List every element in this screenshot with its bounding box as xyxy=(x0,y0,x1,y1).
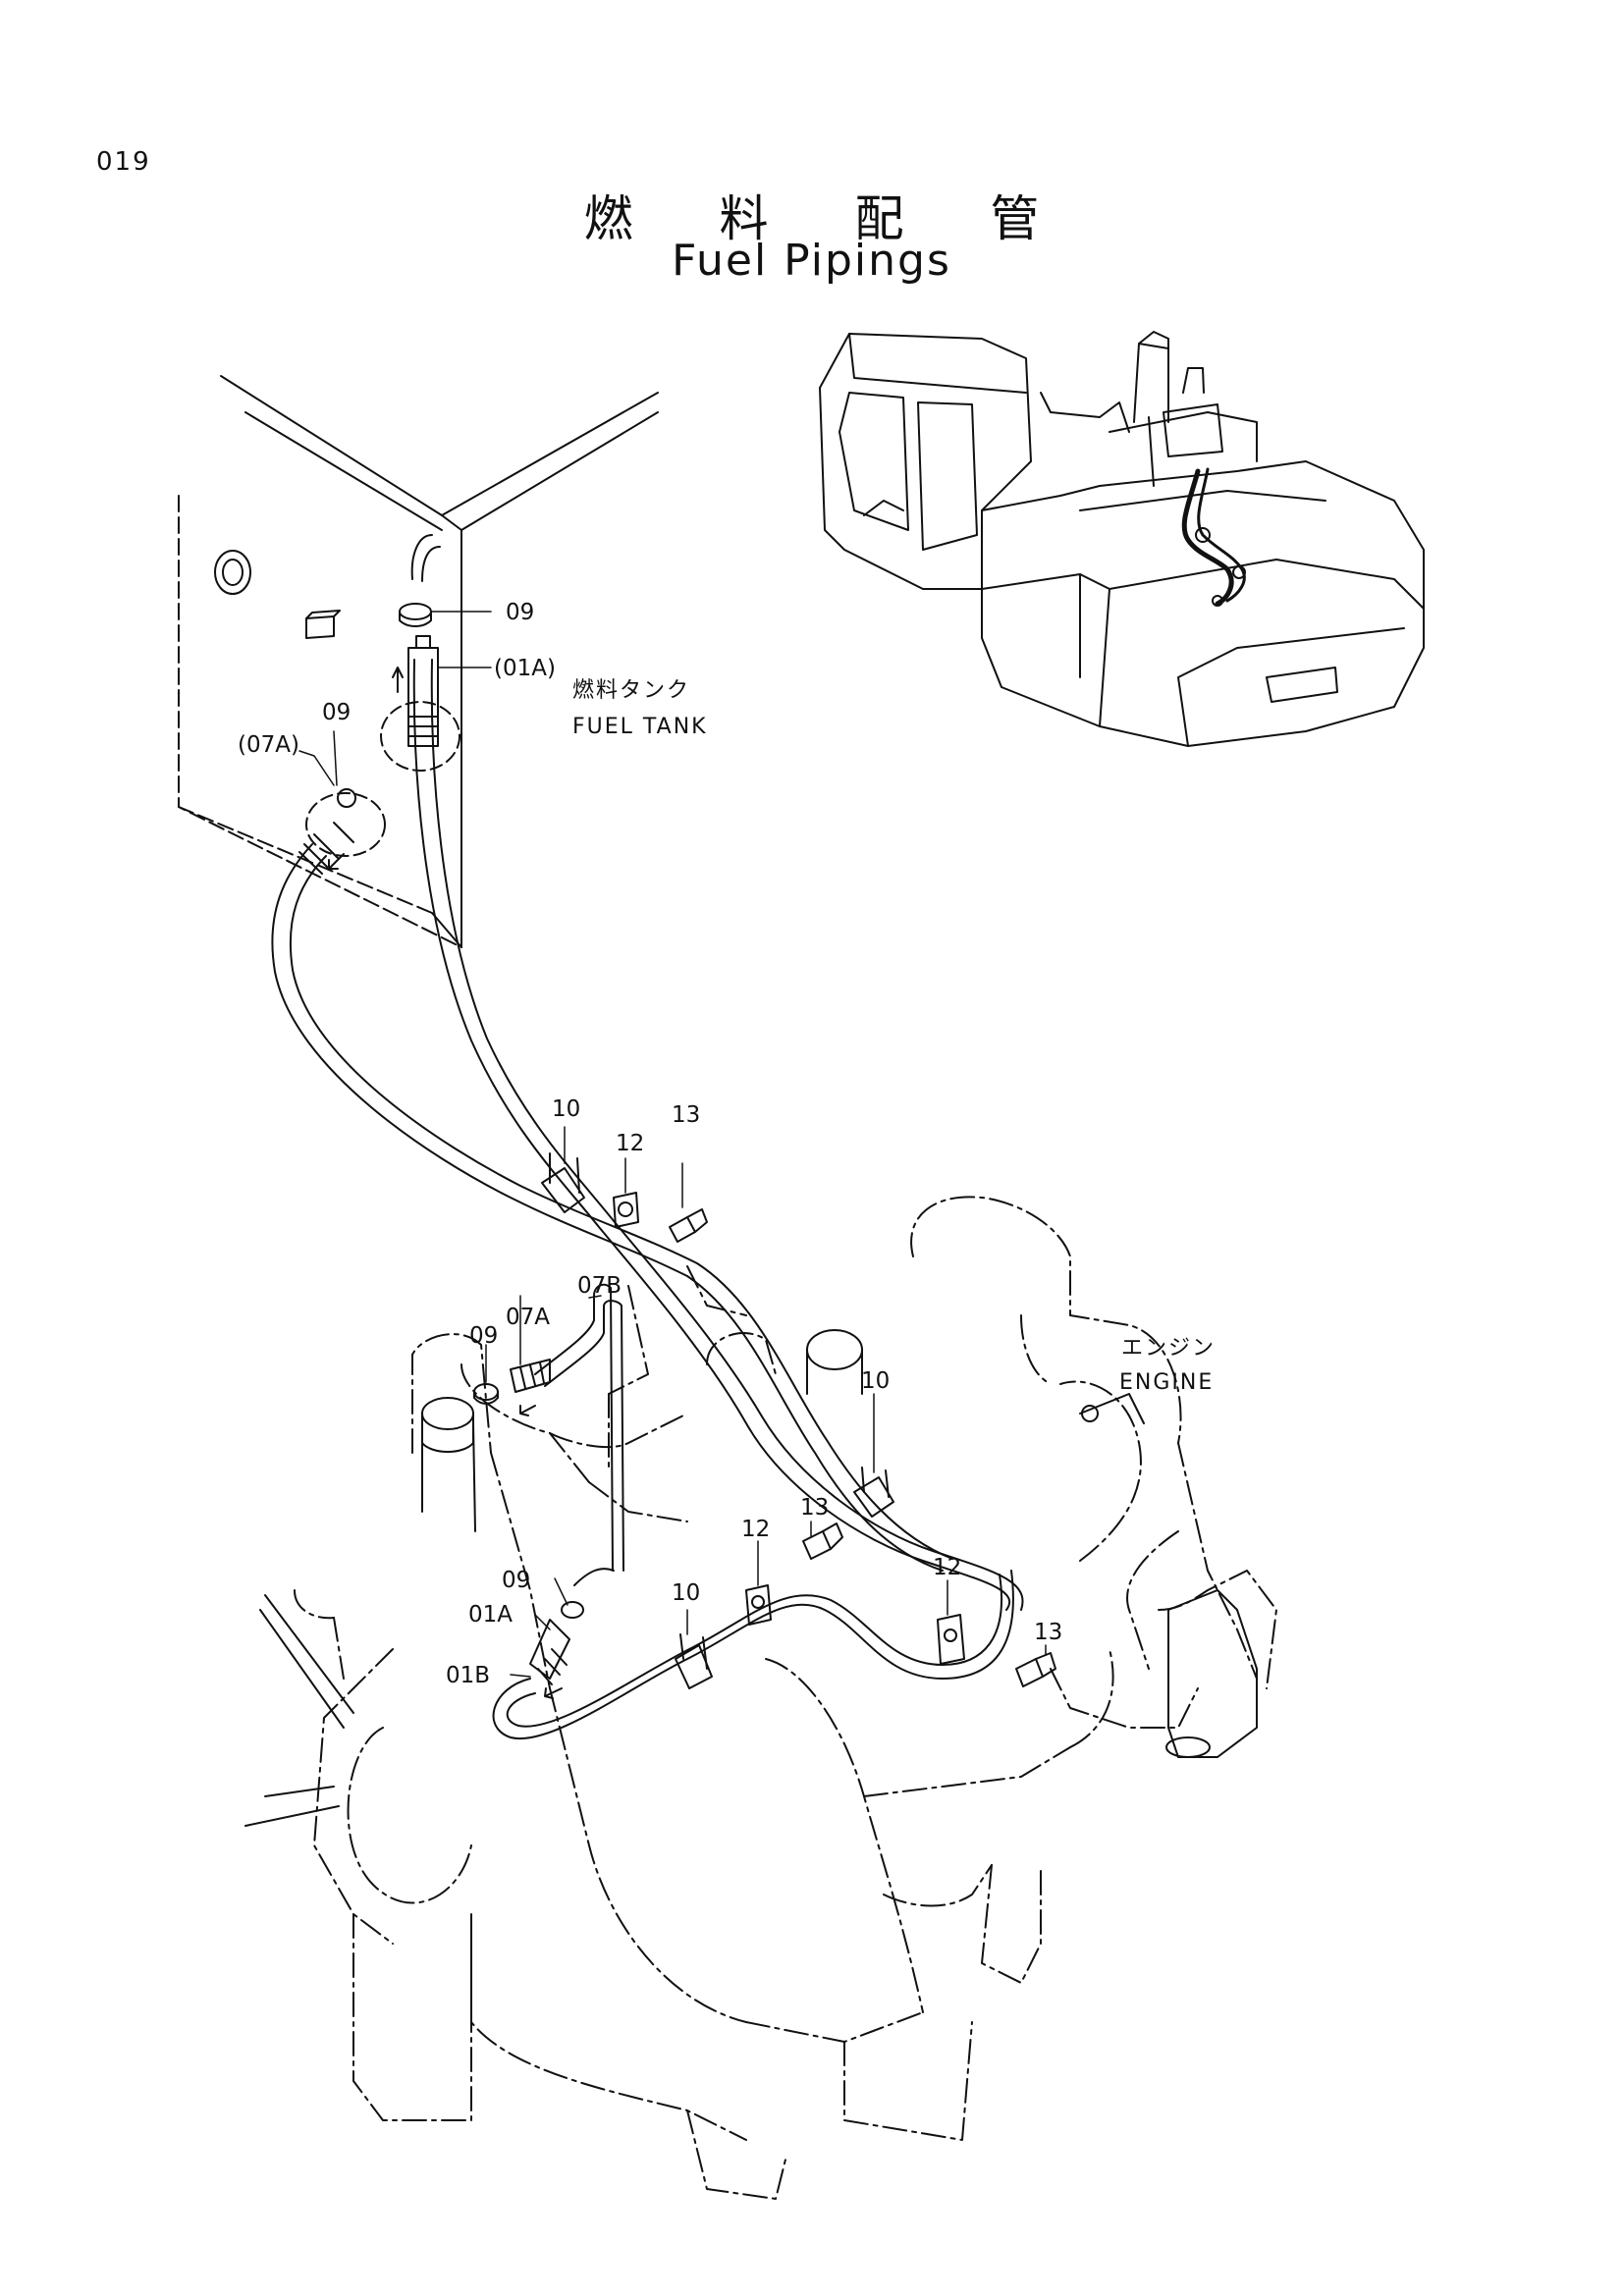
callout-12-bracket-upper: 12 xyxy=(616,1131,644,1156)
callout-12-bracket-mid: 12 xyxy=(741,1517,770,1542)
excavator-overview xyxy=(819,331,1425,747)
page-title-japanese: 燃 料 配 管 xyxy=(583,190,1075,247)
engine-label-japanese: エンジン xyxy=(1121,1336,1216,1361)
pipe-07b xyxy=(473,1283,624,1699)
callout-13-bolt-mid: 13 xyxy=(800,1495,829,1521)
page-title-english: Fuel Pipings xyxy=(672,236,951,286)
callout-07a-hose: 07A xyxy=(506,1305,550,1330)
callout-07b-hose: 07B xyxy=(577,1273,622,1299)
fuel-tank xyxy=(178,375,659,948)
callout-12-bracket-right: 12 xyxy=(933,1555,961,1580)
callout-10-clamp-right: 10 xyxy=(861,1368,890,1394)
callout-01a-tank: (01A) xyxy=(494,656,556,681)
callout-09-tank-top: 09 xyxy=(506,600,534,625)
callout-09-band-engine-upper: 09 xyxy=(469,1323,498,1349)
leader-lines xyxy=(298,611,1047,1678)
clamps-and-brackets xyxy=(541,1152,1056,1689)
callout-01a-hose: 01A xyxy=(468,1602,513,1628)
callout-10-clamp-lower: 10 xyxy=(672,1580,700,1606)
callout-01b-hose: 01B xyxy=(446,1663,490,1688)
callout-13-bolt-upper: 13 xyxy=(672,1102,700,1128)
callout-13-bolt-right: 13 xyxy=(1034,1620,1062,1645)
engine xyxy=(294,1196,1277,2200)
engine-details xyxy=(244,1329,1258,1827)
fuel-tank-label-japanese: 燃料タンク xyxy=(572,678,690,703)
callout-09-tank-left: 09 xyxy=(322,700,351,725)
callout-07a-tank: (07A) xyxy=(238,732,299,758)
engine-label-english: ENGINE xyxy=(1119,1370,1214,1395)
fuel-tank-label-english: FUEL TANK xyxy=(572,715,708,739)
page-number: 019 xyxy=(96,147,151,177)
callout-09-band-engine-lower: 09 xyxy=(502,1568,530,1593)
callout-10-clamp-upper: 10 xyxy=(552,1096,580,1122)
fuel-hoses xyxy=(271,603,1024,1740)
